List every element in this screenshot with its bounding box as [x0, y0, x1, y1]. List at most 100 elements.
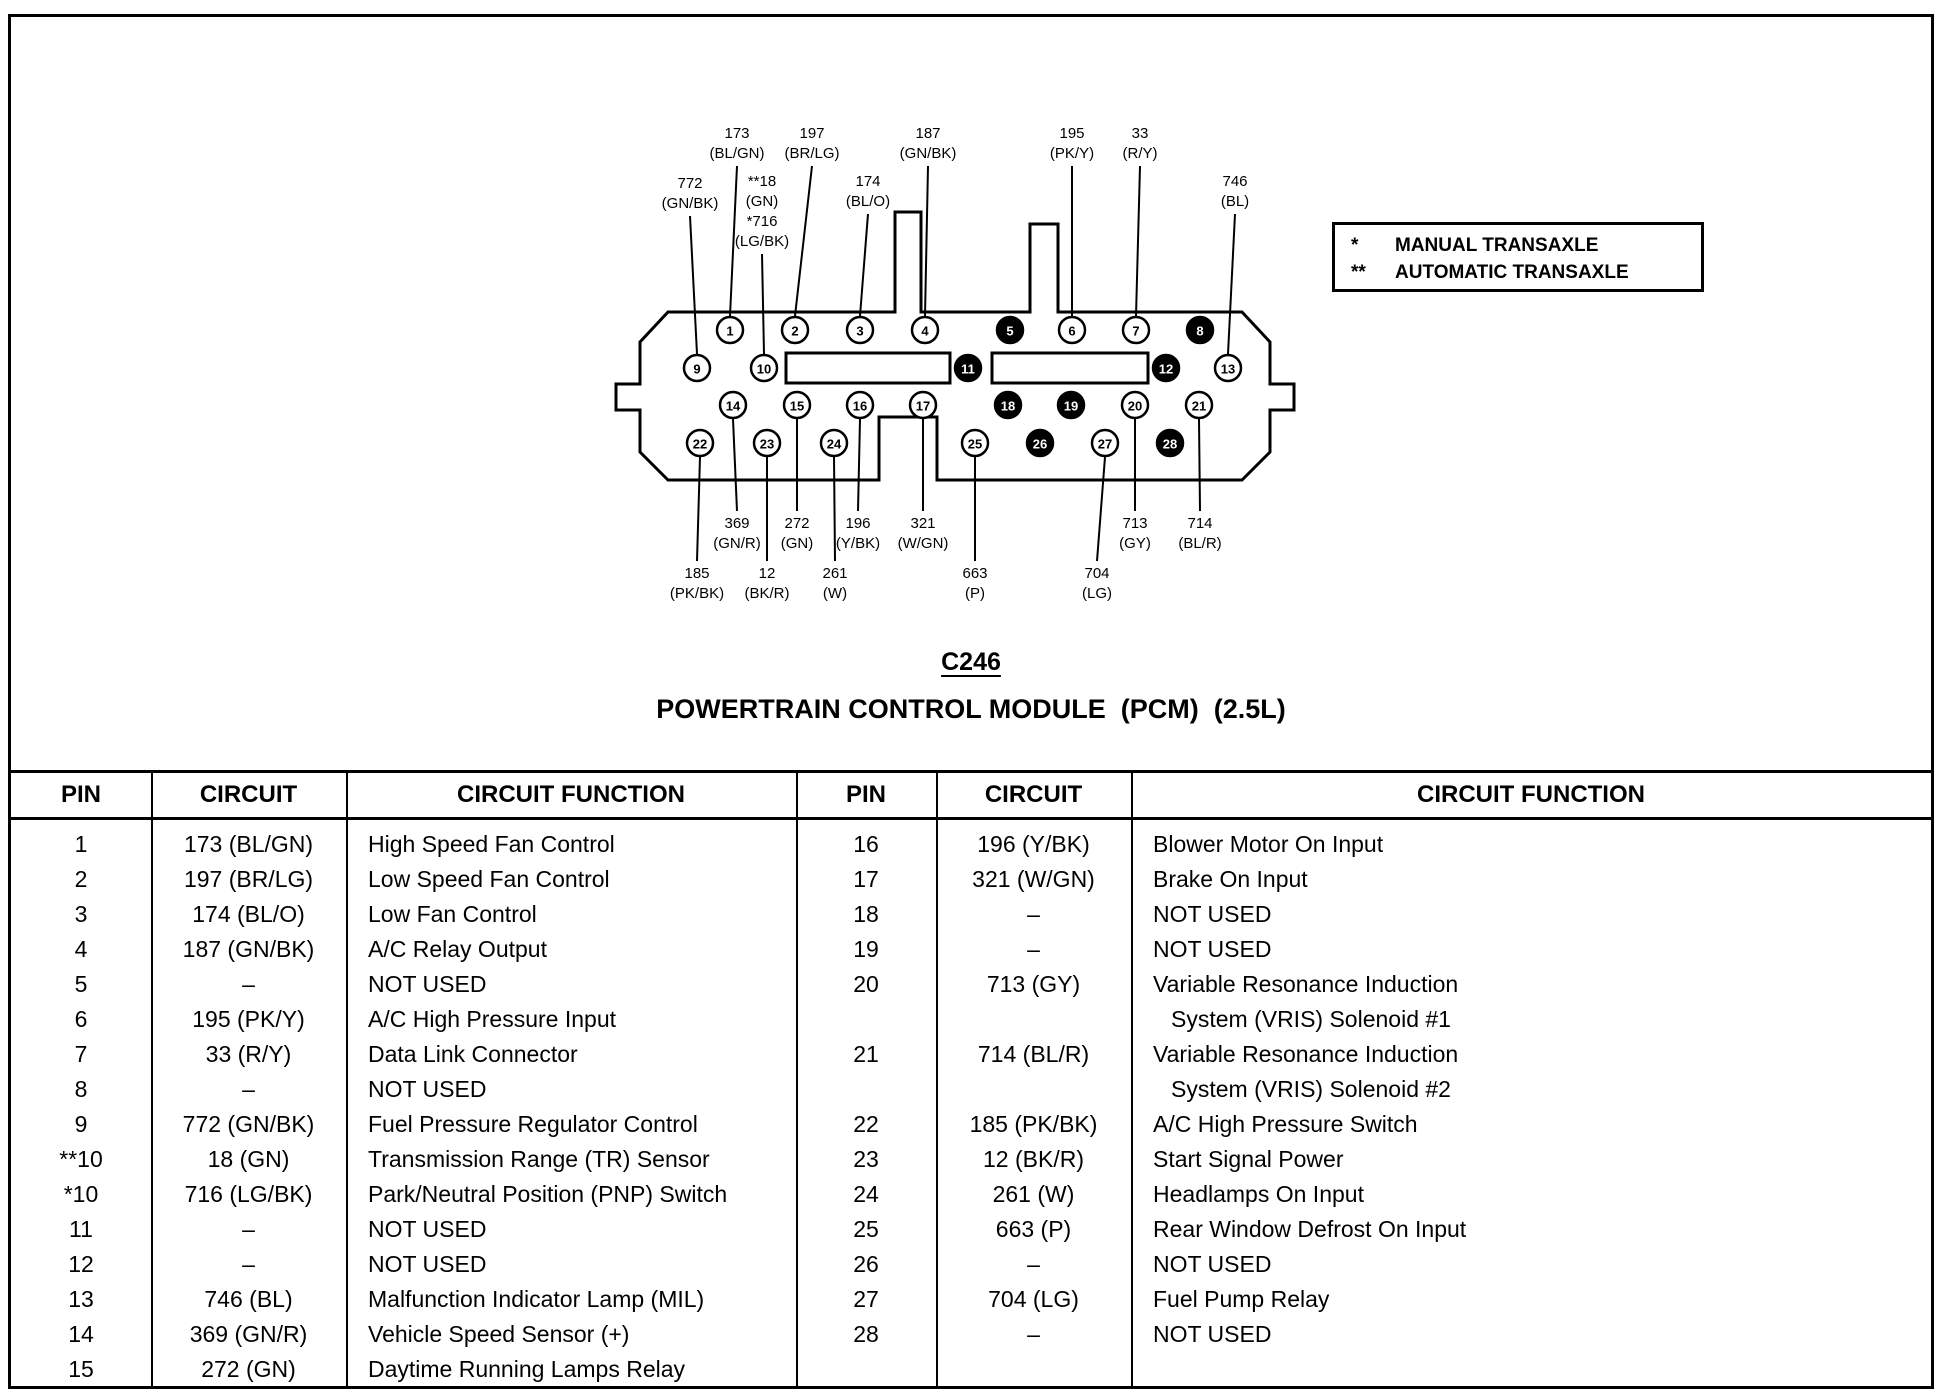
wire-label-text: (BL/O) [846, 193, 890, 210]
wire-label-bottom-pin-15: 272(GN) [781, 419, 814, 552]
pin-circle [993, 390, 1023, 420]
pin-circle [1120, 390, 1150, 420]
wire-label-text: (GN) [746, 193, 779, 210]
pin-number: 2 [791, 324, 798, 339]
connector-outline [614, 210, 1296, 482]
pin-cell: 14 [68, 1321, 94, 1347]
wire-label-bottom-pin-14: 369 (GN/R) [713, 418, 761, 552]
function-cell: Vehicle Speed Sensor (+) [346, 1317, 796, 1352]
function-cell: Fuel Pump Relay [1131, 1282, 1931, 1317]
wire-label-text: (R/Y) [1123, 145, 1158, 162]
pin-cell: 22 [853, 1111, 879, 1137]
leader-line [924, 165, 929, 317]
table-row: 24 261 (W) Headlamps On Input [796, 1177, 1931, 1212]
function-line-1: Transmission Range (TR) Sensor [368, 1146, 710, 1172]
pin-26: 26 [1025, 428, 1055, 458]
wire-label-bottom-pin-21: 714(BL/R) [1178, 418, 1222, 552]
pin-cell: 9 [74, 1111, 88, 1137]
wire-label-text: (W/GN) [898, 535, 949, 552]
pin-5: 5 [995, 315, 1025, 345]
wire-label-text: (GN/BK) [900, 145, 957, 162]
pin-11: 11 [953, 353, 983, 383]
function-cell: Brake On Input [1131, 862, 1931, 897]
pin-1: 1 [715, 315, 745, 345]
pin-table: PIN CIRCUIT CIRCUIT FUNCTION PIN CIRCUIT… [11, 770, 1931, 1386]
function-line-1: NOT USED [368, 971, 487, 997]
wire-label-text: (LG/BK) [735, 233, 789, 250]
table-row: 21 714 (BL/R) Variable Resonance Inducti… [796, 1037, 1931, 1107]
function-cell: NOT USED [1131, 932, 1931, 967]
pin-cell: *10 [63, 1181, 99, 1207]
circuit-cell: 195 (PK/Y) [192, 1006, 305, 1032]
pin-cell: 11 [69, 1216, 93, 1242]
circuit-cell: 704 (LG) [988, 1286, 1079, 1312]
pin-cell: 16 [853, 831, 879, 857]
pin-number: 24 [827, 437, 842, 452]
pin-18: 18 [993, 390, 1023, 420]
legend-label: MANUAL TRANSAXLE [1395, 235, 1599, 256]
pin-15: 15 [782, 390, 812, 420]
wire-label-top-pin-7: 33(R/Y) [1123, 125, 1158, 317]
table-row: 9 772 (GN/BK) Fuel Pressure Regulator Co… [11, 1107, 796, 1142]
pin-number: 26 [1033, 437, 1047, 452]
wire-label-text: (Y/BK) [836, 535, 880, 552]
table-row: 1 173 (BL/GN) High Speed Fan Control [11, 827, 796, 862]
leader-line [1135, 165, 1141, 317]
function-line-1: NOT USED [368, 1251, 487, 1277]
pin-17: 17 [908, 390, 938, 420]
wire-label-text: 704 [1084, 565, 1109, 582]
pin-cell: 12 [68, 1251, 94, 1277]
wire-label-text: 369 [724, 515, 749, 532]
pin-circle [1213, 353, 1243, 383]
wire-label-text: (BR/LG) [784, 145, 839, 162]
wire-label-text: (BL) [1221, 193, 1249, 210]
col-header-circuit-right: CIRCUIT [984, 781, 1083, 808]
pin-number: 15 [790, 399, 804, 414]
table-row: *10 716 (LG/BK) Park/Neutral Position (P… [11, 1177, 796, 1212]
leader-line [696, 456, 701, 562]
pin-circle [685, 428, 715, 458]
pin-cell: 13 [68, 1286, 94, 1312]
function-cell: High Speed Fan Control [346, 827, 796, 862]
table-divider [151, 773, 153, 1386]
function-cell: A/C High Pressure Input [346, 1002, 796, 1037]
wire-label-bottom-pin-22: 185 (PK/BK) [670, 456, 724, 602]
function-cell: Variable Resonance Induction System (VRI… [1131, 1037, 1931, 1107]
function-line-1: Headlamps On Input [1153, 1181, 1364, 1207]
pin-cell: 1 [74, 831, 88, 857]
wire-label-text: 772 [677, 175, 702, 192]
pin-number: 28 [1163, 437, 1177, 452]
function-cell: Start Signal Power [1131, 1142, 1931, 1177]
wire-label-text: (BL/R) [1178, 535, 1221, 552]
table-row: 8 – NOT USED [11, 1072, 796, 1107]
wire-label-top-pin-9: 772(GN/BK) [662, 175, 718, 355]
wire-label-text: 173 [724, 125, 749, 142]
function-line-1: NOT USED [368, 1076, 487, 1102]
circuit-cell: 746 (BL) [204, 1286, 293, 1312]
wire-label-text: (GN/R) [713, 535, 761, 552]
page-border [8, 14, 1934, 1389]
wire-label-text: (GN) [781, 535, 814, 552]
function-line-1: Fuel Pressure Regulator Control [368, 1111, 698, 1137]
pin-number: 16 [853, 399, 867, 414]
wire-label-text: 185 [684, 565, 709, 582]
wire-label-bottom-pin-23: 12(BK/R) [745, 457, 790, 602]
pin-number: 25 [968, 437, 982, 452]
pin-cell: 24 [853, 1181, 879, 1207]
table-row: 19 – NOT USED [796, 932, 1931, 967]
pin-circle [1090, 428, 1120, 458]
wire-label-text: (PK/BK) [670, 585, 724, 602]
function-line-1: Low Fan Control [368, 901, 537, 927]
table-row: 5 – NOT USED [11, 967, 796, 1002]
function-cell: A/C Relay Output [346, 932, 796, 967]
col-header-function-right: CIRCUIT FUNCTION [1417, 781, 1645, 808]
leader-line [761, 253, 765, 355]
pin-number: 4 [921, 324, 929, 339]
legend-symbol: ** [1351, 262, 1366, 283]
pin-6: 6 [1057, 315, 1087, 345]
connector-id: C246 [941, 648, 1001, 676]
pin-number: 19 [1064, 399, 1078, 414]
function-line-1: A/C Relay Output [368, 936, 547, 962]
function-line-1: Variable Resonance Induction [1153, 1041, 1459, 1067]
